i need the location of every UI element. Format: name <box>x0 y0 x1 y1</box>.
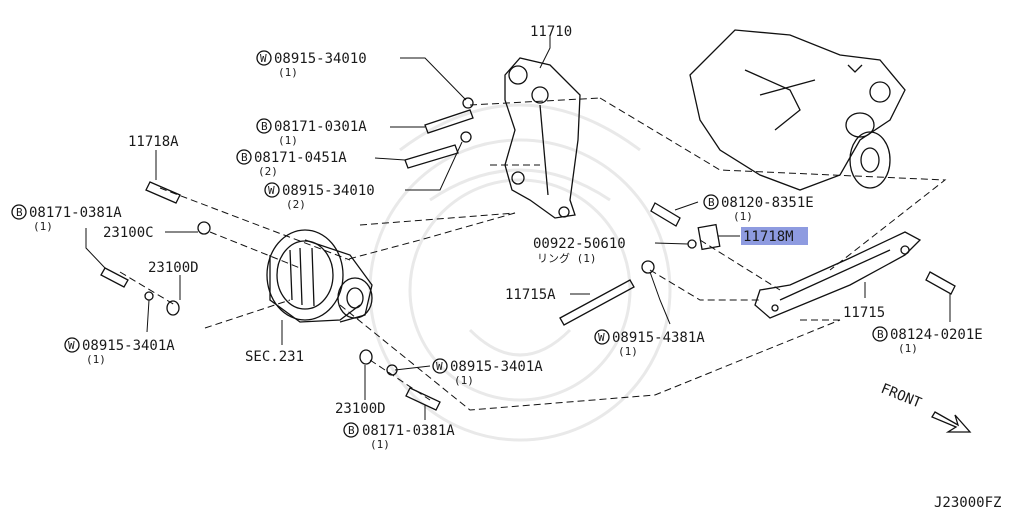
callout-w-08915-4381A[interactable]: W 08915-4381A (1) <box>594 329 705 358</box>
alternator-drawing <box>266 229 373 323</box>
callout-p-11718M[interactable]: 11718M <box>741 227 808 245</box>
callout-prefix: W <box>268 184 275 197</box>
callout-prefix: W <box>598 331 605 344</box>
front-direction-arrow: FRONT <box>879 381 972 433</box>
callout-prefix: B <box>16 206 23 219</box>
callout-number: 08171-0451A <box>254 150 347 166</box>
callout-qty: (1) <box>454 374 474 387</box>
callout-number: 08120-8351E <box>721 195 814 211</box>
callout-p-23100C[interactable]: 23100C <box>103 225 154 241</box>
callout-b-08120-8351E[interactable]: B 08120-8351E (1) <box>703 194 814 223</box>
engine-block-drawing <box>689 29 906 191</box>
callout-number: 08171-0381A <box>29 205 122 221</box>
callout-b-08171-0381A-left[interactable]: B 08171-0381A (1) <box>11 204 122 233</box>
callout-qty: (1) <box>278 134 298 147</box>
callout-w-08915-34010-mid[interactable]: W 08915-34010 (2) <box>264 182 375 211</box>
adjusting-bar-11715-drawing <box>754 231 922 319</box>
callout-number: 08171-0301A <box>274 119 367 135</box>
callout-number: 11718M <box>743 229 794 245</box>
callout-prefix: B <box>261 120 268 133</box>
callout-qty: (2) <box>286 198 306 211</box>
callout-b-08124-0201E[interactable]: B 08124-0201E (1) <box>872 326 983 355</box>
callout-number: 08915-34010 <box>282 183 375 199</box>
fasteners <box>100 97 956 411</box>
callout-number: 08171-0381A <box>362 423 455 439</box>
callout-qty: (1) <box>370 438 390 451</box>
callout-number: 11715 <box>843 305 885 321</box>
diagram-code: J23000FZ <box>934 495 1001 511</box>
callout-b-08171-0451A[interactable]: B 08171-0451A (2) <box>236 149 347 178</box>
callout-qty: (1) <box>618 345 638 358</box>
callout-b-08171-0301A[interactable]: B 08171-0301A (1) <box>256 118 367 147</box>
bracket-11710-drawing <box>504 57 581 219</box>
callout-p-11710[interactable]: 11710 <box>530 24 572 40</box>
callout-w-08915-3401A-right[interactable]: W 08915-3401A (1) <box>432 358 543 387</box>
callout-number: 11718A <box>128 134 179 150</box>
callout-w-08915-3401A-left[interactable]: W 08915-3401A (1) <box>64 337 175 366</box>
callout-qty: リング (1) <box>537 251 597 265</box>
leader-lines <box>85 35 951 420</box>
callout-p-11715[interactable]: 11715 <box>843 305 885 321</box>
callout-number: 23100D <box>335 401 386 417</box>
callout-number: 08915-34010 <box>274 51 367 67</box>
callout-qty: (1) <box>898 342 918 355</box>
callout-qty: (1) <box>733 210 753 223</box>
callout-number: 08124-0201E <box>890 327 983 343</box>
callout-qty: (1) <box>86 353 106 366</box>
callout-qty: (2) <box>258 165 278 178</box>
callout-prefix: B <box>877 328 884 341</box>
callout-qty: (1) <box>33 220 53 233</box>
callout-sec-231[interactable]: SEC.231 <box>245 349 304 365</box>
callout-prefix: W <box>68 339 75 352</box>
callout-w-08915-34010-top[interactable]: W 08915-34010 (1) <box>256 50 367 79</box>
callout-number: 00922-50610 <box>533 236 626 252</box>
callout-number: 08915-3401A <box>450 359 543 375</box>
callout-p-23100D-bottom[interactable]: 23100D <box>335 401 386 417</box>
callout-number: 23100C <box>103 225 154 241</box>
callout-p-11718A[interactable]: 11718A <box>128 134 179 150</box>
callout-qty: (1) <box>278 66 298 79</box>
callout-prefix: W <box>436 360 443 373</box>
callout-prefix: B <box>348 424 355 437</box>
callout-number: 08915-4381A <box>612 330 705 346</box>
highlight-box <box>741 227 808 245</box>
front-label: FRONT <box>879 381 925 412</box>
callout-b-08171-0381A-bottom[interactable]: B 08171-0381A (1) <box>343 422 455 451</box>
callout-prefix: B <box>241 151 248 164</box>
callout-number: 08915-3401A <box>82 338 175 354</box>
callout-number: 11715A <box>505 287 556 303</box>
callout-number: 23100D <box>148 260 199 276</box>
callout-prefix: W <box>260 52 267 65</box>
callout-p-00922-50610[interactable]: 00922-50610 リング (1) <box>533 236 626 265</box>
callout-p-23100D-top[interactable]: 23100D <box>148 260 199 276</box>
callout-number: 11710 <box>530 24 572 40</box>
callout-prefix: B <box>708 196 715 209</box>
watermark-emblem <box>368 103 672 442</box>
assembly-lines <box>119 97 947 411</box>
callout-number: SEC.231 <box>245 349 304 365</box>
callout-p-11715A[interactable]: 11715A <box>505 287 556 303</box>
